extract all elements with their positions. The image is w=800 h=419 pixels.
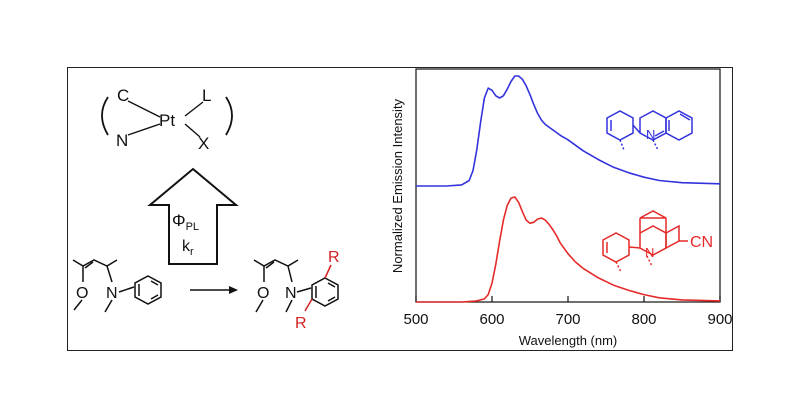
- svg-text:kr: kr: [182, 238, 194, 258]
- x-axis-tick-labels: 500 600 700 800 900: [403, 311, 732, 328]
- x-tick-label: 900: [707, 311, 732, 328]
- emission-series-red: [416, 196, 721, 303]
- ligand-before: [72, 259, 162, 313]
- atom-n: N: [116, 131, 128, 150]
- bond-c-pt: [127, 100, 161, 118]
- atom-c: C: [117, 86, 129, 105]
- red-ligand-structure: [602, 210, 688, 273]
- blue-ligand-structure: [606, 110, 693, 151]
- emission-series-blue: [416, 75, 721, 187]
- ligand-after-r-top: R: [328, 249, 340, 266]
- right-bracket: [225, 96, 233, 136]
- x-axis-label: Wavelength (nm): [519, 333, 618, 348]
- improvement-arrow: ΦPL kr: [147, 167, 239, 265]
- y-axis-label: Normalized Emission Intensity: [390, 98, 405, 273]
- phi-symbol: Φ: [172, 211, 186, 230]
- emission-chart: 500 600 700 800 900 Wavelength (nm) Normaliz…: [390, 68, 733, 348]
- ligand-before-n: N: [106, 285, 118, 302]
- atom-l: L: [202, 86, 211, 105]
- phi-subscript: PL: [186, 221, 199, 233]
- ligand-before-o: O: [76, 285, 88, 302]
- left-bracket: [101, 96, 109, 136]
- bond-pt-x: [184, 123, 201, 138]
- blue-structure-n: N: [646, 127, 655, 142]
- series-layer: [416, 75, 721, 303]
- k-subscript: r: [190, 246, 194, 258]
- arrow-shape: [147, 167, 239, 265]
- red-structure-n: N: [645, 245, 654, 260]
- bond-n-pt: [127, 123, 161, 136]
- ligand-after-r-bottom: R: [295, 315, 307, 332]
- svg-text:ΦPL: ΦPL: [172, 211, 199, 233]
- red-structure-cn: CN: [690, 234, 713, 251]
- x-tick-label: 700: [555, 311, 580, 328]
- x-axis-ticks: [415, 296, 721, 302]
- k-symbol: k: [182, 238, 191, 255]
- x-tick-label: 600: [479, 311, 504, 328]
- figure-frame: [67, 67, 733, 351]
- ligand-after: [253, 259, 339, 313]
- pt-complex-scheme: C N Pt L X: [101, 86, 233, 153]
- x-tick-label: 800: [631, 311, 656, 328]
- reaction-arrow: [190, 286, 238, 294]
- x-tick-label: 500: [403, 311, 428, 328]
- atom-pt: Pt: [159, 111, 175, 130]
- bond-pt-l: [184, 101, 204, 117]
- ligand-after-o: O: [257, 285, 269, 302]
- atom-x: X: [198, 134, 209, 153]
- ligand-after-n: N: [285, 285, 297, 302]
